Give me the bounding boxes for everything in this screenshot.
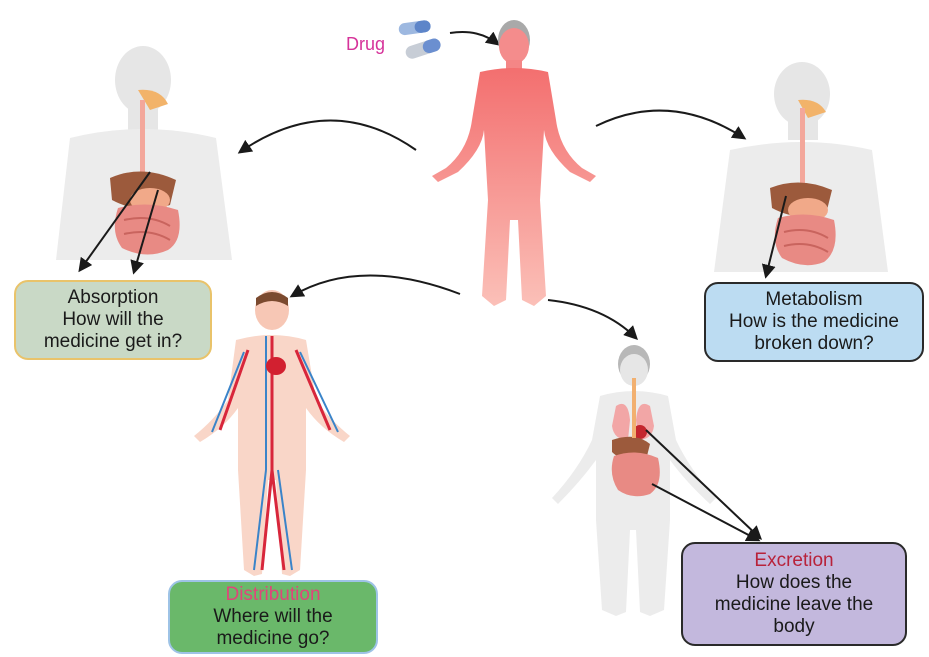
metabolism-question-line-1: How is the medicine xyxy=(706,311,922,333)
excretion-question-line-2: medicine leave the xyxy=(683,594,905,616)
excretion-question-line-3: body xyxy=(683,616,905,638)
arrow-to-excretion xyxy=(548,300,636,338)
circulatory-system-icon xyxy=(194,290,350,576)
metabolism-box: Metabolism How is the medicine broken do… xyxy=(704,282,924,362)
metabolism-title: Metabolism xyxy=(706,289,922,311)
distribution-question-line-1: Where will the xyxy=(170,606,376,628)
distribution-box: Distribution Where will the medicine go? xyxy=(168,580,378,654)
excretion-box: Excretion How does the medicine leave th… xyxy=(681,542,907,646)
drug-label: Drug xyxy=(346,34,385,55)
human-body-icon xyxy=(432,20,596,306)
absorption-question-line-2: medicine get in? xyxy=(16,331,210,353)
excretion-title: Excretion xyxy=(683,550,905,572)
absorption-box: Absorption How will the medicine get in? xyxy=(14,280,212,360)
absorption-question-line-1: How will the xyxy=(16,309,210,331)
distribution-question-line-2: medicine go? xyxy=(170,628,376,650)
digestive-system-icon xyxy=(714,62,888,272)
distribution-title: Distribution xyxy=(170,584,376,606)
digestive-system-icon xyxy=(56,46,232,260)
arrow-to-absorption xyxy=(240,120,416,152)
drug-capsule-icon xyxy=(398,20,442,61)
metabolism-question-line-2: broken down? xyxy=(706,333,922,355)
arrow-to-metabolism xyxy=(596,111,744,138)
absorption-title: Absorption xyxy=(16,287,210,309)
arrow-to-distribution xyxy=(292,275,460,296)
drug-arrow xyxy=(450,32,498,44)
excretion-question-line-1: How does the xyxy=(683,572,905,594)
